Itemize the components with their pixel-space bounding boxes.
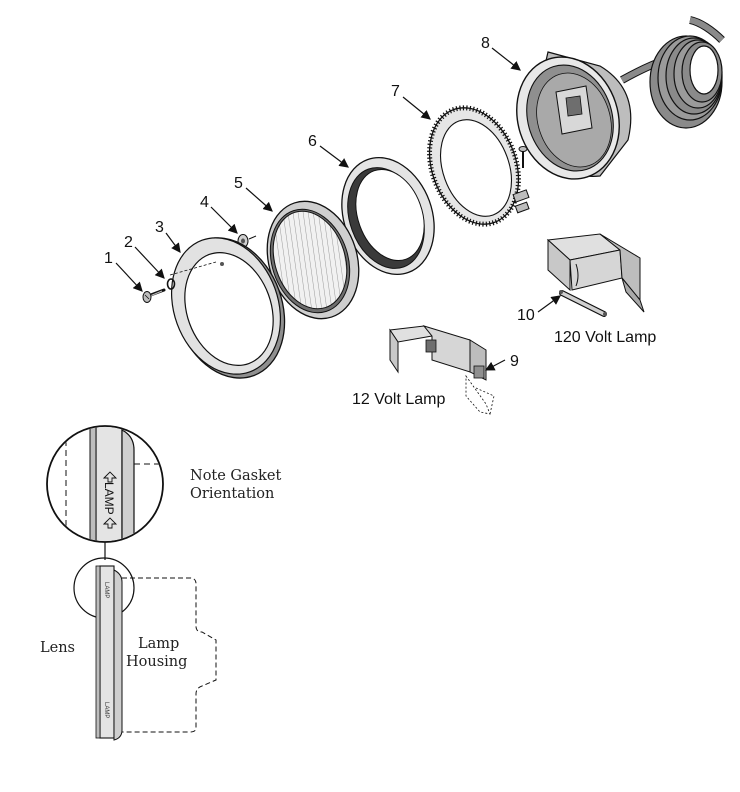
screw-part [142, 288, 166, 303]
callout-7: 7 [391, 83, 400, 100]
gasket-mark-bottom: LAMP [103, 702, 109, 718]
o-ring-part [166, 278, 176, 290]
callout-8: 8 [481, 35, 490, 52]
callout-3: 3 [155, 219, 164, 236]
gasket-mark-large: LAMP [102, 482, 116, 515]
callout-1: 1 [104, 250, 113, 267]
callout-5: 5 [234, 175, 243, 192]
note-gasket-line2: Orientation [190, 486, 274, 502]
lens-part [266, 200, 360, 320]
note-gasket-line1: Note Gasket [190, 468, 281, 484]
bracket-12-volt [389, 325, 495, 415]
label-120-volt-lamp: 120 Volt Lamp [554, 329, 656, 346]
clamp-ring-part [427, 105, 530, 227]
callout-9: 9 [510, 353, 519, 370]
callout-10: 10 [517, 307, 535, 324]
label-lens: Lens [40, 640, 75, 656]
label-housing-line2: Housing [126, 654, 187, 670]
callout-4: 4 [200, 194, 209, 211]
gasket-detail: LAMP LAMP LAMP [46, 425, 217, 741]
bracket-120-volt [546, 233, 645, 313]
callout-6: 6 [308, 133, 317, 150]
lamp-housing-part [516, 16, 725, 180]
cord-coil [620, 16, 725, 129]
label-housing-line1: Lamp [138, 636, 179, 652]
callout-leaders [115, 47, 561, 371]
clamp-screw [518, 146, 528, 168]
gasket-mark-top: LAMP [103, 582, 109, 598]
face-ring-part [169, 237, 286, 379]
callout-2: 2 [124, 234, 133, 251]
gasket-ring-part [341, 156, 435, 276]
label-12-volt-lamp: 12 Volt Lamp [352, 391, 446, 408]
lamp-120-volt [559, 290, 607, 317]
